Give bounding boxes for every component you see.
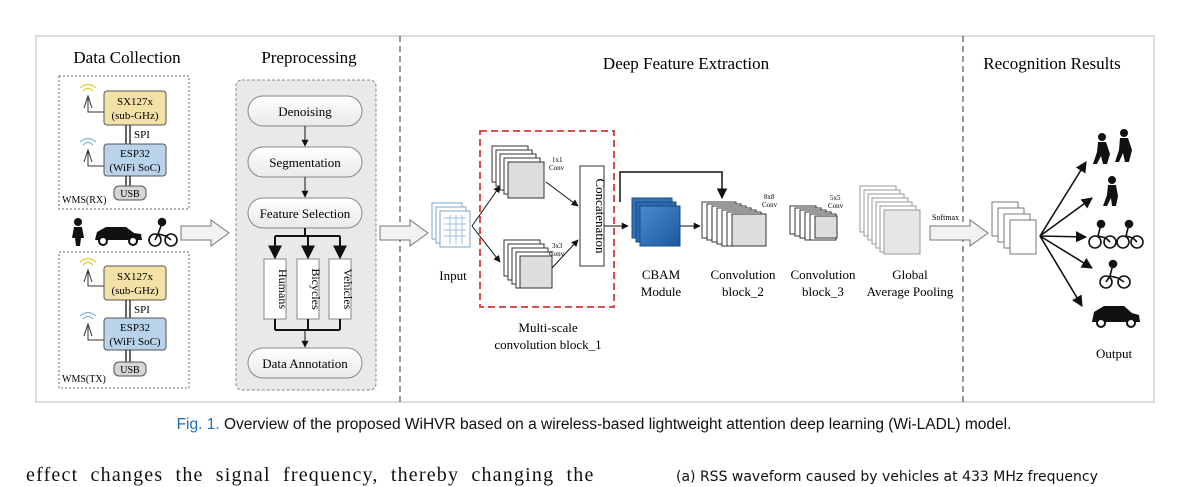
sx127x-sublabel: (sub-GHz) [111, 110, 158, 122]
car-icon [95, 227, 142, 246]
esp32-chip [103, 143, 167, 177]
sx127x-label: SX127x [117, 96, 154, 108]
conv3x3-layer [503, 239, 553, 289]
conv1x1-layer [491, 145, 545, 199]
flow-arrow [929, 219, 989, 247]
two-pedestrians-icon [1093, 129, 1132, 164]
class-bicycles-label: Bicycles [309, 268, 323, 310]
cyclist-icon [1099, 259, 1131, 289]
wifi-icon [79, 138, 104, 167]
usb-port [113, 185, 147, 201]
spi-label: SPI [134, 129, 150, 141]
flow-arrow [379, 219, 429, 247]
conv3x3-kind: Conv [549, 250, 565, 258]
cbam-sublabel: Module [641, 284, 682, 299]
spi-label: SPI [134, 304, 150, 316]
denoising-label: Denoising [278, 104, 332, 119]
cyclists-group-icon [1088, 219, 1144, 249]
conv-block2-sublabel: block_2 [722, 284, 764, 299]
multiscale-label: Multi-scale [518, 320, 577, 335]
esp32-sublabel: (WiFi SoC) [109, 162, 161, 174]
sx127x-chip [103, 90, 167, 126]
class-vehicles-label: Vehicles [341, 269, 355, 310]
conv-block3-sublabel: block_3 [802, 284, 844, 299]
esp32-sublabel: (WiFi SoC) [109, 336, 161, 348]
input-label: Input [439, 268, 467, 283]
conv8x8-size: 8x8 [764, 193, 775, 201]
conv5x5-size: 5x5 [830, 194, 841, 202]
pedestrian-icon [72, 218, 84, 246]
cbam-module [631, 197, 681, 247]
usb-label: USB [120, 365, 140, 376]
data-annotation-step [247, 347, 363, 379]
usb-label: USB [120, 189, 140, 200]
body-text-line: effect changes the signal frequency, the… [26, 464, 595, 486]
conv1x1-kind: Conv [549, 164, 565, 172]
wms-rx-box [58, 75, 190, 210]
conv-block3-layer [789, 205, 838, 241]
car-icon [1092, 306, 1140, 328]
conv-block3-label: Convolution [790, 267, 856, 282]
conv1x1-size: 1x1 [552, 156, 563, 164]
output-stack [991, 201, 1037, 255]
wms-tx-label: WMS(TX) [62, 374, 106, 385]
concatenation-label: Concatenation [593, 178, 608, 254]
title-deep-feature-extraction: Deep Feature Extraction [603, 54, 770, 73]
conv-block2-label: Convolution [710, 267, 776, 282]
subfigure-caption: (a) RSS waveform caused by vehicles at 4… [676, 469, 1098, 485]
sx127x-sublabel: (sub-GHz) [111, 285, 158, 297]
figure-frame [35, 35, 1155, 403]
cbam-label: CBAM [642, 267, 681, 282]
title-data-collection: Data Collection [73, 48, 181, 67]
gap-label: Global [892, 267, 928, 282]
wms-tx-box [58, 251, 190, 389]
conv5x5-kind: Conv [828, 202, 844, 210]
cyclist-icon [148, 217, 178, 247]
title-recognition-results: Recognition Results [983, 54, 1120, 73]
figure-number: Fig. 1. [176, 416, 220, 433]
gap-sublabel: Average Pooling [867, 284, 954, 299]
class-humans-label: Humans [276, 269, 290, 309]
title-preprocessing: Preprocessing [261, 48, 357, 67]
wifi-icon [79, 312, 104, 341]
antenna-icon [79, 84, 104, 113]
figure-caption: Fig. 1. Overview of the proposed WiHVR b… [0, 416, 1188, 434]
concatenation-block [579, 165, 605, 267]
conv8x8-kind: Conv [762, 201, 778, 209]
output-label: Output [1096, 346, 1133, 361]
pedestrian-icon [1103, 176, 1118, 206]
conv-block2-layer [701, 201, 767, 247]
multiscale-block [479, 130, 615, 308]
figure-caption-text: Overview of the proposed WiHVR based on … [223, 416, 1012, 433]
global-average-pooling-layer [859, 185, 921, 255]
wms-rx-label: WMS(RX) [62, 195, 106, 206]
esp32-chip [103, 317, 167, 351]
esp32-label: ESP32 [120, 148, 150, 160]
flow-arrow [180, 219, 230, 247]
segmentation-label: Segmentation [269, 155, 341, 170]
multiscale-sublabel: convolution block_1 [494, 337, 601, 352]
softmax-label: Softmax [932, 213, 959, 222]
sx127x-chip [103, 265, 167, 301]
antenna-icon [79, 258, 104, 287]
usb-port [113, 361, 147, 377]
esp32-label: ESP32 [120, 322, 150, 334]
input-tensor [431, 202, 471, 248]
data-annotation-label: Data Annotation [262, 356, 348, 371]
feature-selection-label: Feature Selection [260, 206, 351, 221]
conv3x3-size: 3x3 [552, 242, 563, 250]
sx127x-label: SX127x [117, 271, 154, 283]
